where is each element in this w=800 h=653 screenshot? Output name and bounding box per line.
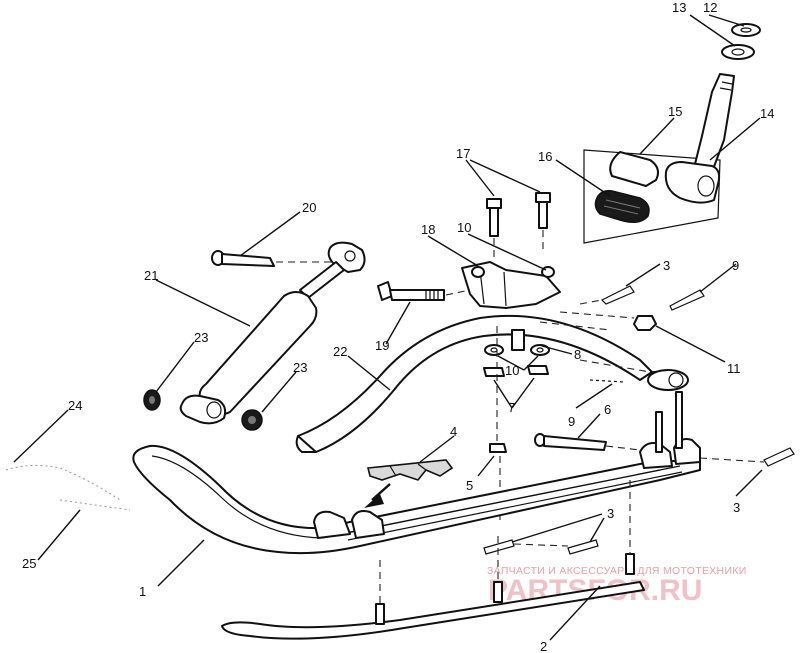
callout-label: 3 (607, 506, 614, 521)
spindle-assembly (583, 23, 761, 244)
callout-label: 3 (733, 500, 740, 515)
callout-label: 7 (508, 400, 515, 415)
callout-label: 21 (144, 268, 158, 283)
callout-label: 1 (139, 584, 146, 599)
callout-label: 3 (663, 258, 670, 273)
callout-label: 13 (672, 0, 686, 15)
callout-label: 16 (538, 149, 552, 164)
callout-label: 10 (505, 363, 519, 378)
callout-label: 10 (457, 220, 471, 235)
callout-label: 2 (540, 639, 547, 653)
callout-label: 14 (760, 106, 774, 121)
runner-2 (221, 480, 645, 640)
bushings-23 (143, 389, 263, 431)
callout-label: 19 (375, 338, 389, 353)
callout-label: 8 (574, 347, 581, 362)
callout-label: 5 (466, 478, 473, 493)
callout-label: 12 (703, 0, 717, 15)
callout-label: 24 (68, 398, 82, 413)
watermark-caption: ЗАПЧАСТИ И АКСЕССУАРЫ ДЛЯ МОТОТЕХНИКИ (487, 565, 747, 577)
callout-label: 9 (568, 414, 575, 429)
callout-label: 22 (333, 344, 347, 359)
cotter-pins (483, 285, 795, 555)
callout-label: 11 (727, 361, 741, 376)
ski-1 (132, 391, 701, 555)
bolts-17 (486, 192, 551, 262)
spring-22 (295, 311, 689, 453)
callout-label: 17 (456, 146, 470, 161)
parts-24-25 (5, 464, 131, 511)
bolt-20 (211, 250, 334, 267)
part-4 (364, 459, 454, 508)
leader-lines (13, 14, 763, 641)
bolt-6 (534, 379, 641, 451)
callout-label: 25 (22, 556, 36, 571)
callout-label: 23 (194, 330, 208, 345)
callout-label: 9 (732, 258, 739, 273)
callout-labels: 1 2 3 3 3 4 5 6 7 8 9 9 10 10 11 12 13 1… (22, 0, 774, 653)
bolt-19 (377, 281, 471, 301)
shock-absorber-21 (179, 241, 366, 425)
callout-label: 4 (450, 424, 457, 439)
callout-label: 20 (302, 200, 316, 215)
callout-label: 18 (421, 222, 435, 237)
callout-label: 15 (668, 104, 682, 119)
callout-label: 23 (293, 360, 307, 375)
callout-label: 6 (604, 402, 611, 417)
